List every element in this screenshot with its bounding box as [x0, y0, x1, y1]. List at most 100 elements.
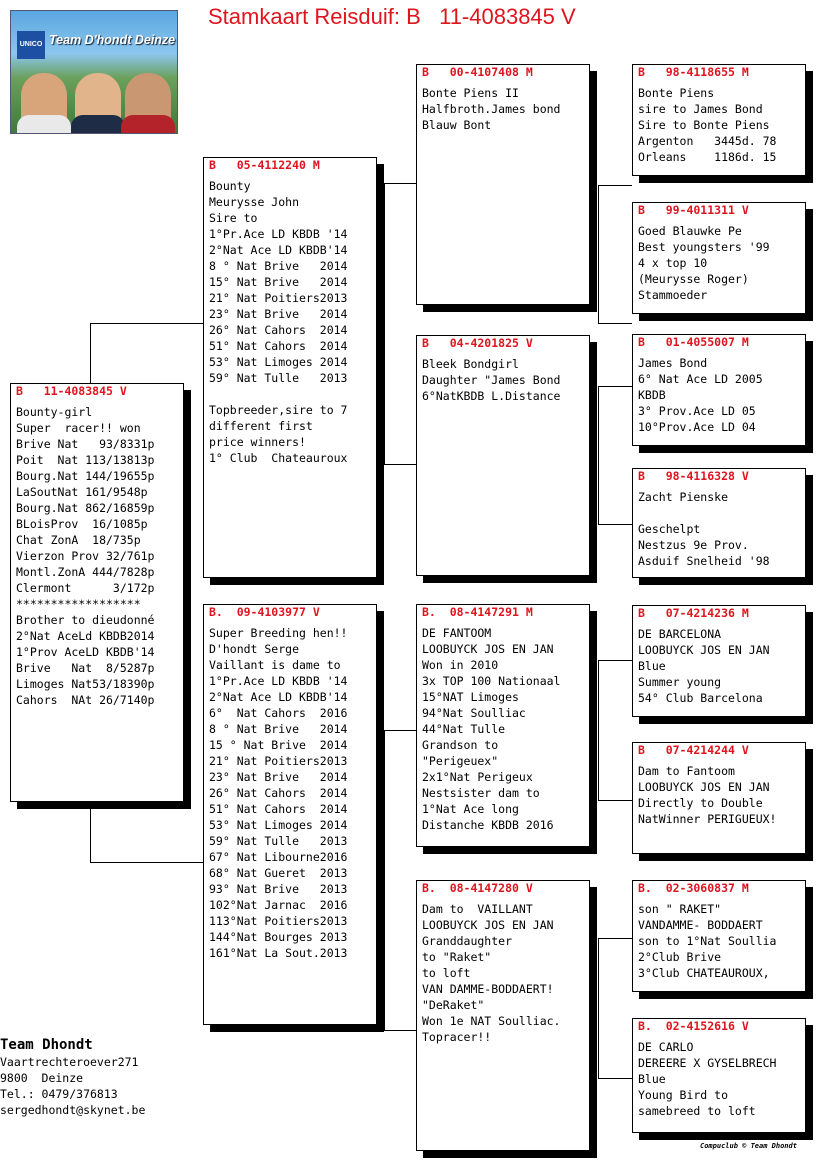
card-text-line: 51° Nat Cahors 2014 — [209, 339, 348, 353]
ring-number: B. 08-4147291 M — [422, 605, 533, 619]
card-text-line: 1°Prov AceLD KBDB'14 — [16, 645, 155, 659]
ring-number: B. 02-4152616 V — [638, 1019, 749, 1033]
card-text-line: 3x TOP 100 Nationaal — [422, 674, 561, 688]
ring-number: B 01-4055007 M — [638, 335, 749, 349]
card-text-line: Meurysse John — [209, 195, 300, 209]
card-text-line: 2°Club Brive — [638, 950, 722, 964]
pedigree-card-ddd: B. 02-4152616 V DE CARLO DEREERE X GYSELBR… — [632, 1018, 806, 1133]
card-text-line: 10°Prov.Ace LD 04 — [638, 420, 756, 434]
card-text-line: LOOBUYCK JOS EN JAN — [638, 643, 770, 657]
card-text-line: 3°Club CHATEAUROUX, — [638, 966, 770, 980]
card-text-line: James Bond — [638, 356, 708, 370]
card-text-line: son to 1°Nat Soullia — [638, 934, 777, 948]
ring-number: B 98-4118655 M — [638, 65, 749, 79]
card-text-line: 93° Nat Brive 2013 — [209, 882, 348, 896]
card-text-line: 23° Nat Brive 2014 — [209, 307, 348, 321]
card-text-line: LOOBUYCK JOS EN JAN — [422, 642, 554, 656]
ring-number: B 07-4214244 V — [638, 743, 749, 757]
card-text-line: DE CARLO — [638, 1040, 694, 1054]
card-text-line: Grandson to — [422, 738, 499, 752]
card-text-line: DEREERE X GYSELBRECH — [638, 1056, 777, 1070]
card-text-line: Bonte Piens II — [422, 86, 519, 100]
card-text-line: 1°Pr.Ace LD KBDB '14 — [209, 227, 348, 241]
unico-badge-icon: UNICO — [17, 31, 45, 59]
card-text-line: Topbreeder,sire to 7 — [209, 403, 348, 417]
card-text-line: 67° Nat Libourne2016 — [209, 850, 348, 864]
card-text-line: 53° Nat Limoges 2014 — [209, 818, 348, 832]
card-text-line: 94°Nat Soulliac — [422, 706, 526, 720]
card-text-line: Bounty-girl — [16, 405, 93, 419]
card-text-line: 6°NatKBDB L.Distance — [422, 389, 561, 403]
card-text-line: Topracer!! — [422, 1030, 492, 1044]
card-text-line: 102°Nat Jarnac 2016 — [209, 898, 348, 912]
card-text-line: 1°Nat Ace long — [422, 802, 519, 816]
card-text-line: Chat ZonA 18/735p — [16, 533, 141, 547]
owner-city: 9800 Deinze — [0, 1071, 84, 1085]
card-text-line: 4 x top 10 — [638, 256, 708, 270]
card-text-line: Brive Nat 8/5287p — [16, 661, 155, 675]
card-text-line: Won in 2010 — [422, 658, 499, 672]
card-text-line: to loft — [422, 966, 471, 980]
ring-number: B 11-4083845 V — [16, 384, 127, 398]
card-text-line: 6° Nat Cahors 2016 — [209, 706, 348, 720]
card-text-line: 59° Nat Tulle 2013 — [209, 834, 348, 848]
team-logo-image: UNICO Team D'hondt Deinze — [10, 10, 178, 134]
card-text-line: to "Raket" — [422, 950, 492, 964]
ring-number: B 04-4201825 V — [422, 336, 533, 350]
card-text-line: Nestsister dam to — [422, 786, 540, 800]
ring-number: B 05-4112240 M — [209, 158, 320, 172]
owner-email: sergedhondt@skynet.be — [0, 1103, 146, 1117]
card-text-line: Geschelpt — [638, 522, 701, 536]
card-text-line: Blauw Bont — [422, 118, 492, 132]
card-text-line: LaSoutNat 161/9548p — [16, 485, 148, 499]
card-text-line: Orleans 1186d. 15 — [638, 150, 777, 164]
card-text-line: different first — [209, 419, 313, 433]
card-text-line: 2°Nat Ace LD KBDB'14 — [209, 243, 348, 257]
ring-number: B 00-4107408 M — [422, 65, 533, 79]
card-text-line: Dam to Fantoom — [638, 764, 735, 778]
card-text-line: Daughter "James Bond — [422, 373, 561, 387]
card-text-line: 113°Nat Poitiers2013 — [209, 914, 348, 928]
card-text-line: 1°Pr.Ace LD KBDB '14 — [209, 674, 348, 688]
logo-text: Team D'hondt Deinze — [49, 33, 176, 47]
card-text-line: Summer young — [638, 675, 722, 689]
ring-number: B 07-4214236 M — [638, 606, 749, 620]
owner-street: Vaartrechteroever271 — [0, 1055, 139, 1069]
card-text-line: Won 1e NAT Soulliac. — [422, 1014, 561, 1028]
card-text-line: Blue — [638, 659, 666, 673]
card-text-line: samebreed to loft — [638, 1104, 756, 1118]
card-text-line: 44°Nat Tulle — [422, 722, 506, 736]
card-text-line: Super Breeding hen!! — [209, 626, 348, 640]
card-text-line: DE BARCELONA — [638, 627, 722, 641]
card-text-line: Brive Nat 93/8331p — [16, 437, 155, 451]
card-text-line: Halfbroth.James bond — [422, 102, 561, 116]
card-text-line: "DeRaket" — [422, 998, 485, 1012]
card-text-line: NatWinner PERIGUEUX! — [638, 812, 777, 826]
ring-number: B. 02-3060837 M — [638, 881, 749, 895]
owner-phone: Tel.: 0479/376813 — [0, 1087, 118, 1101]
card-text-line: Argenton 3445d. 78 — [638, 134, 777, 148]
card-text-line: Vierzon Prov 32/761p — [16, 549, 155, 563]
card-text-line: VANDAMME- BODDAERT — [638, 918, 763, 932]
card-text-line: Directly to Double — [638, 796, 763, 810]
card-text-line: 1° Club Chateauroux — [209, 451, 348, 465]
card-text-line: 15 ° Nat Brive 2014 — [209, 738, 348, 752]
card-text-line: Bonte Piens — [638, 86, 715, 100]
card-text-line: Brother to dieudonné — [16, 613, 155, 627]
card-text-line: Best youngsters '99 — [638, 240, 770, 254]
card-text-line: Vaillant is dame to — [209, 658, 341, 672]
card-text-line: Sire to — [209, 211, 258, 225]
card-text-line: 54° Club Barcelona — [638, 691, 763, 705]
card-text-line: 15°NAT Limoges — [422, 690, 519, 704]
card-text-line: 23° Nat Brive 2014 — [209, 770, 348, 784]
card-text-line: sire to James Bond — [638, 102, 763, 116]
ring-number: B 99-4011311 V — [638, 203, 749, 217]
card-text-line: 68° Nat Gueret 2013 — [209, 866, 348, 880]
pedigree-card-dss: B 07-4214236 M DE BARCELONA LOOBUYCK JOS E… — [632, 605, 806, 717]
